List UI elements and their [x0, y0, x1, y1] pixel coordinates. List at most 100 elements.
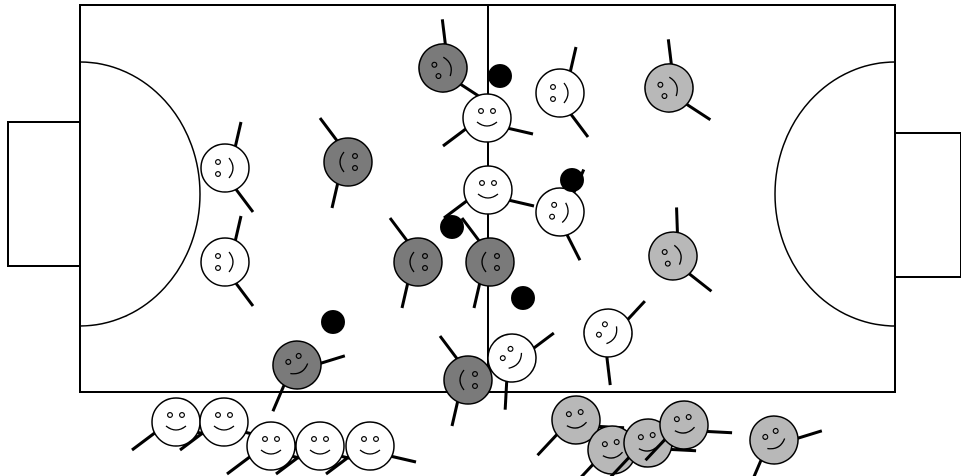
player-white-8: [487, 331, 555, 410]
player-eye: [285, 358, 292, 365]
player-eye: [499, 355, 506, 362]
player-head: [199, 397, 249, 447]
player-white-4: [443, 165, 535, 220]
player-arm: [233, 187, 255, 213]
player-head: [272, 340, 322, 390]
bench-light-4: [644, 400, 733, 462]
player-eye: [351, 164, 358, 171]
ball-5: [321, 310, 345, 334]
player-mouth: [476, 121, 498, 127]
player-mouth: [228, 251, 234, 273]
player-head: [583, 308, 633, 358]
player-eye: [166, 412, 174, 419]
player-arm: [644, 437, 668, 462]
player-head: [462, 93, 512, 143]
player-eye: [471, 370, 478, 378]
player-eye: [685, 414, 692, 421]
player-eye: [550, 84, 557, 91]
player-arm: [531, 331, 555, 351]
player-arm: [568, 112, 590, 138]
player-arm: [568, 46, 578, 74]
player-head: [200, 143, 250, 193]
player-eye: [637, 434, 644, 441]
player-mouth: [359, 449, 381, 455]
player-eye: [215, 159, 222, 166]
player-head: [418, 43, 468, 93]
player-eye: [351, 152, 358, 160]
player-head: [246, 421, 296, 471]
player-mouth: [339, 151, 345, 173]
player-head: [463, 165, 513, 215]
player-arm: [669, 447, 697, 453]
player-arm: [503, 379, 509, 410]
player-eye: [178, 412, 185, 419]
player-eye: [613, 439, 620, 446]
player-eye: [214, 412, 222, 419]
player-arm: [318, 117, 340, 143]
player-eye: [549, 213, 556, 220]
player-arm: [565, 232, 582, 261]
player-mouth: [674, 426, 696, 434]
left-goal: [7, 121, 81, 267]
player-eye: [372, 436, 379, 443]
player-eye: [551, 201, 558, 208]
player-arm: [443, 198, 469, 220]
player-head: [465, 237, 515, 287]
player-eye: [360, 436, 368, 443]
player-mouth: [668, 76, 678, 97]
player-eye: [661, 249, 668, 256]
bench-light-5: [748, 415, 823, 476]
player-eye: [664, 260, 671, 267]
player-eye: [507, 345, 514, 352]
player-head: [487, 333, 537, 383]
player-dark-5: [271, 340, 346, 412]
player-mouth: [602, 451, 624, 459]
player-arm: [625, 300, 646, 322]
player-arm: [233, 121, 243, 149]
player-eye: [657, 81, 664, 88]
player-head: [200, 237, 250, 287]
player-arm: [705, 429, 733, 435]
player-arm: [666, 39, 674, 66]
player-eye: [215, 170, 222, 178]
player-arm: [536, 432, 560, 457]
player-arm: [325, 454, 351, 476]
player-eye: [322, 436, 329, 443]
ball-1: [488, 64, 512, 88]
player-arm: [400, 281, 410, 309]
player-mouth: [165, 425, 187, 431]
player-white-7: [583, 300, 646, 386]
ball-4: [511, 286, 535, 310]
player-eye: [435, 73, 442, 80]
player-eye: [310, 436, 318, 443]
player-arm: [275, 454, 301, 476]
player-mouth: [606, 326, 618, 345]
player-eye: [490, 180, 497, 187]
player-mouth: [566, 421, 588, 429]
bench-light-1: [536, 395, 625, 457]
player-head: [535, 68, 585, 118]
player-eye: [601, 441, 608, 448]
player-arm: [748, 458, 764, 476]
player-eye: [649, 432, 656, 439]
right-penalty-arc: [774, 61, 896, 327]
player-arm: [572, 462, 596, 476]
player-eye: [565, 411, 572, 418]
player-mouth: [508, 352, 523, 369]
player-arm: [179, 430, 205, 452]
player-eye: [226, 412, 233, 419]
player-light-2: [648, 207, 713, 293]
player-head: [443, 355, 493, 405]
player-arm: [684, 102, 712, 122]
player-arm: [472, 281, 482, 309]
player-mouth: [673, 244, 682, 265]
player-eye: [273, 436, 280, 443]
player-head: [659, 400, 709, 450]
player-head: [644, 63, 694, 113]
player-mouth: [260, 449, 282, 455]
player-arm: [388, 217, 410, 243]
player-dark-3: [388, 217, 443, 309]
player-dark-4: [460, 217, 515, 309]
player-eye: [215, 253, 222, 260]
